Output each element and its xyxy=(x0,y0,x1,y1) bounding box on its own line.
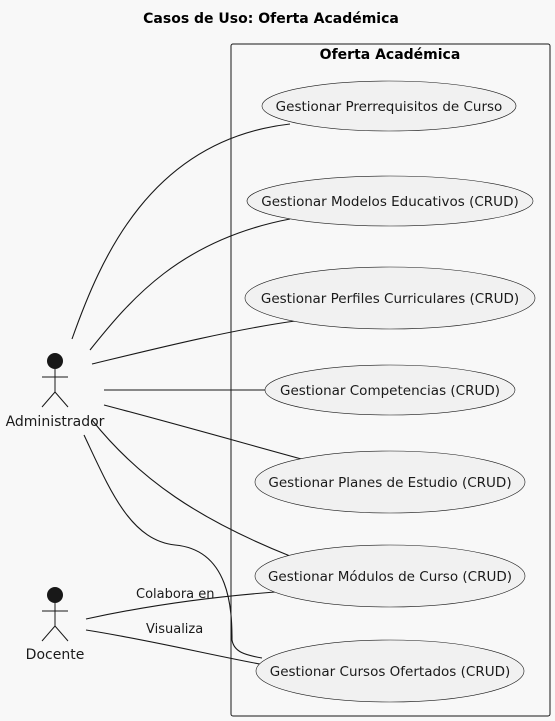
use-case-modelos[interactable]: Gestionar Modelos Educativos (CRUD) xyxy=(246,175,534,227)
use-case-perfiles[interactable]: Gestionar Perfiles Curriculares (CRUD) xyxy=(244,266,536,330)
use-case-competencias[interactable]: Gestionar Competencias (CRUD) xyxy=(264,364,516,416)
actor-label: Administrador xyxy=(6,414,105,430)
boundary-title: Oferta Académica xyxy=(320,47,461,63)
use-case-label: Gestionar Cursos Ofertados (CRUD) xyxy=(270,664,511,680)
edge-label-visualiza: Visualiza xyxy=(146,622,203,637)
use-case-label: Gestionar Módulos de Curso (CRUD) xyxy=(268,569,512,585)
actor-head-icon xyxy=(47,353,63,369)
actor-administrador[interactable]: Administrador xyxy=(6,353,105,430)
system-boundary xyxy=(230,43,551,717)
diagram-title: Casos de Uso: Oferta Académica xyxy=(143,11,399,27)
use-case-label: Gestionar Modelos Educativos (CRUD) xyxy=(261,194,518,210)
edge-admin-planes xyxy=(103,404,306,461)
use-case-label: Gestionar Planes de Estudio (CRUD) xyxy=(268,475,511,491)
edge-admin-cursos xyxy=(83,434,263,659)
use-case-cursos[interactable]: Gestionar Cursos Ofertados (CRUD) xyxy=(255,639,525,703)
use-case-label: Gestionar Prerrequisitos de Curso xyxy=(276,99,503,115)
actor-label: Docente xyxy=(26,647,85,663)
edge-admin-modelos xyxy=(89,218,291,351)
use-case-prerrequisitos[interactable]: Gestionar Prerrequisitos de Curso xyxy=(261,80,517,132)
edge-admin-perfiles xyxy=(91,320,296,365)
use-case-label: Gestionar Competencias (CRUD) xyxy=(280,383,500,399)
use-case-modulos[interactable]: Gestionar Módulos de Curso (CRUD) xyxy=(254,544,526,608)
edge-docente-modulos xyxy=(85,591,276,620)
edge-docente-cursos xyxy=(85,629,266,666)
edge-admin-prerrequisitos xyxy=(71,123,291,340)
actor-docente[interactable]: Docente xyxy=(26,587,85,663)
edge-admin-modulos xyxy=(91,419,291,557)
actor-head-icon xyxy=(47,587,63,603)
use-case-planes[interactable]: Gestionar Planes de Estudio (CRUD) xyxy=(254,450,526,514)
edge-label-colabora: Colabora en xyxy=(136,587,215,602)
use-case-label: Gestionar Perfiles Curriculares (CRUD) xyxy=(261,291,519,307)
